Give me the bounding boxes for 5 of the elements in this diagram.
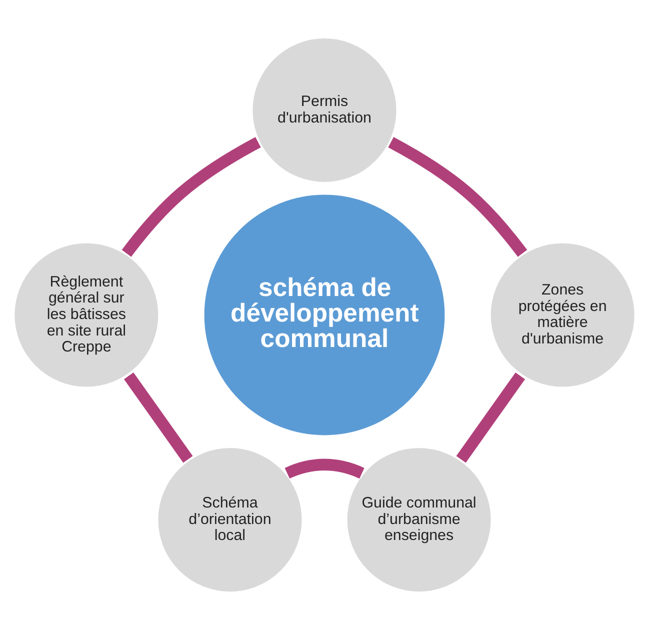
connector [124, 372, 193, 463]
connector [284, 458, 364, 479]
connector [388, 137, 528, 257]
connector [456, 372, 526, 463]
connector [122, 137, 261, 257]
